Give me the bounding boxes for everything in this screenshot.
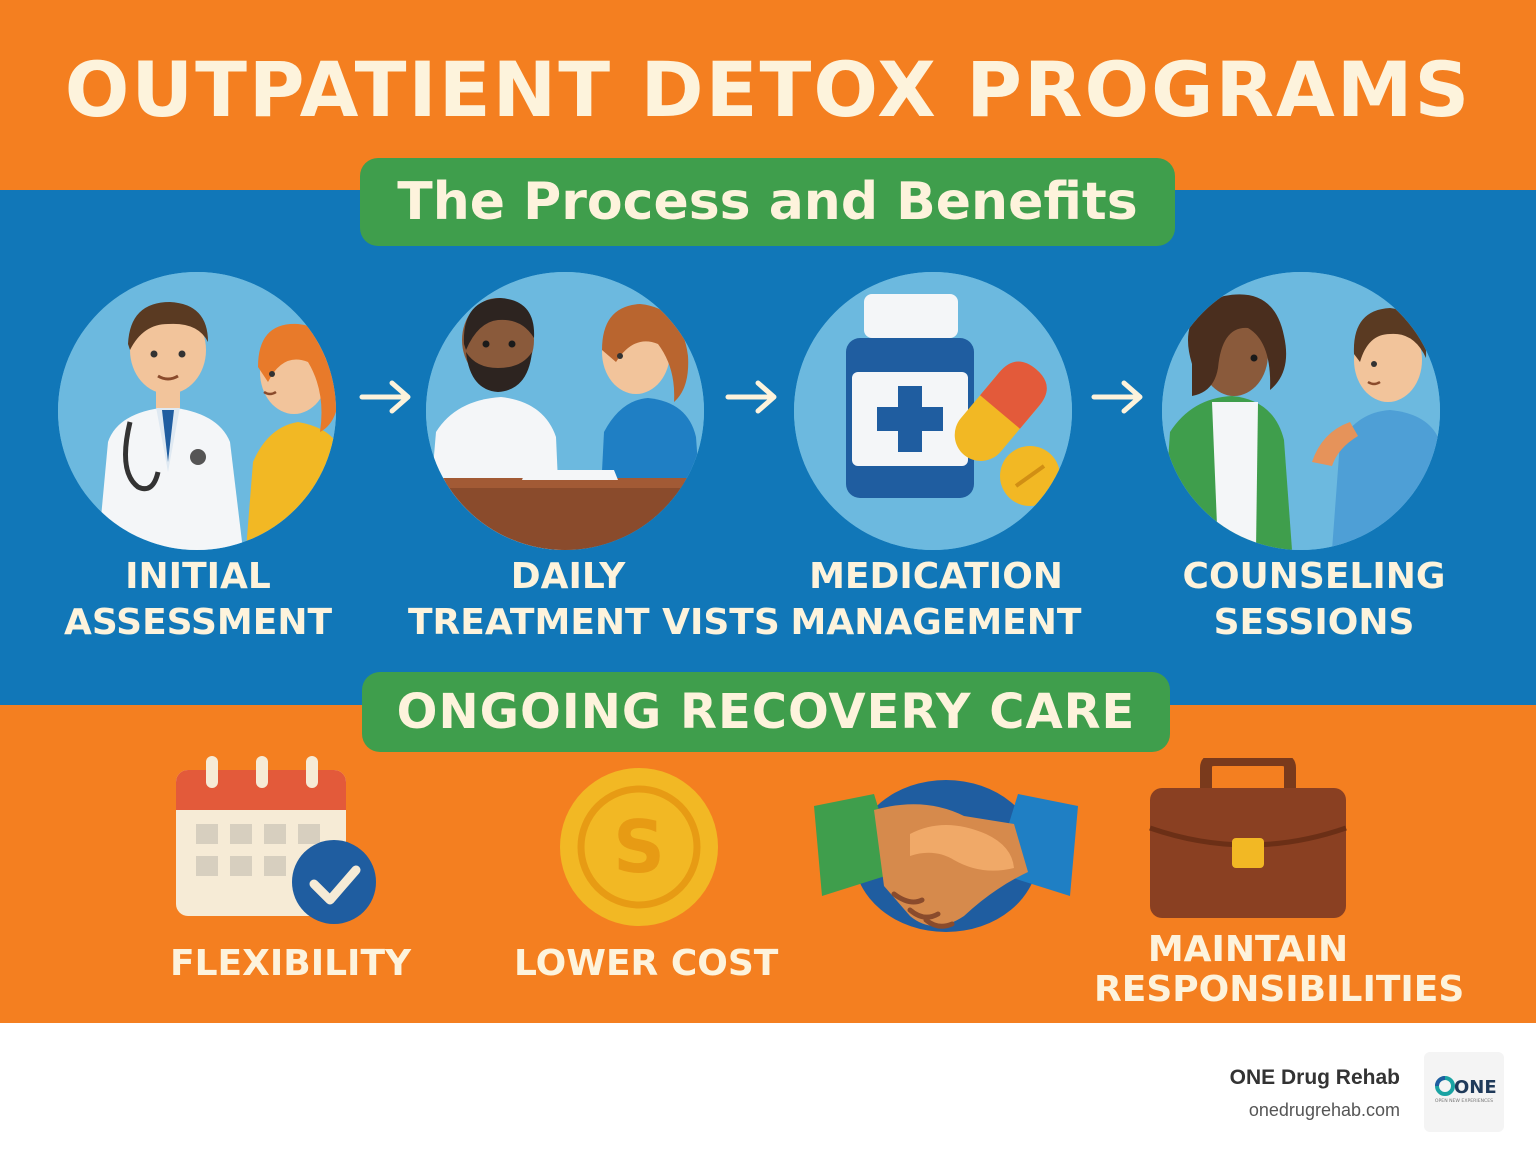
coin-icon: S [558, 766, 720, 928]
counseling-icon [1162, 272, 1440, 550]
subtitle-pill: The Process and Benefits [360, 158, 1175, 246]
calendar-check-icon [172, 752, 382, 927]
footer [0, 1023, 1536, 1154]
ongoing-care-pill: ONGOING RECOVERY CARE [362, 672, 1170, 752]
brand-logo-text: ONE [1454, 1077, 1497, 1098]
briefcase-icon [1148, 758, 1348, 920]
svg-text:S: S [613, 805, 665, 889]
handshake-icon [814, 776, 1078, 932]
step-label-counseling-sessions: COUNSELING SESSIONS [1182, 556, 1446, 643]
arrow-right-icon [724, 377, 780, 417]
step-label-daily-treatment: DAILY TREATMENT VISTS [408, 556, 780, 643]
page-title: OUTPATIENT DETOX PROGRAMS [64, 45, 1472, 134]
ongoing-care-text: ONGOING RECOVERY CARE [396, 684, 1136, 740]
benefit-label-lower-cost: LOWER COST [514, 943, 779, 984]
brand-logo: ONE OPEN NEW EXPERIENCES [1424, 1052, 1504, 1132]
doctor-patient-icon [58, 272, 336, 550]
benefit-label-flexibility: FLEXIBILITY [170, 943, 412, 984]
step-label-medication-management: MEDICATION MANAGEMENT [790, 556, 1082, 643]
brand-url[interactable]: onedrugrehab.com [1248, 1100, 1400, 1120]
brand-logo-tagline: OPEN NEW EXPERIENCES [1435, 1098, 1493, 1104]
subtitle-text: The Process and Benefits [397, 172, 1138, 232]
medication-bottle-icon [794, 272, 1072, 550]
brand-name: ONE Drug Rehab [1229, 1066, 1400, 1089]
arrow-right-icon [1090, 377, 1146, 417]
benefit-label-maintain-responsibilities: MAINTAIN RESPONSIBILITIES [1094, 929, 1465, 1010]
treatment-visit-icon [426, 272, 704, 550]
step-label-initial-assessment: INITIAL ASSESSMENT [63, 556, 333, 643]
arrow-right-icon [358, 377, 414, 417]
